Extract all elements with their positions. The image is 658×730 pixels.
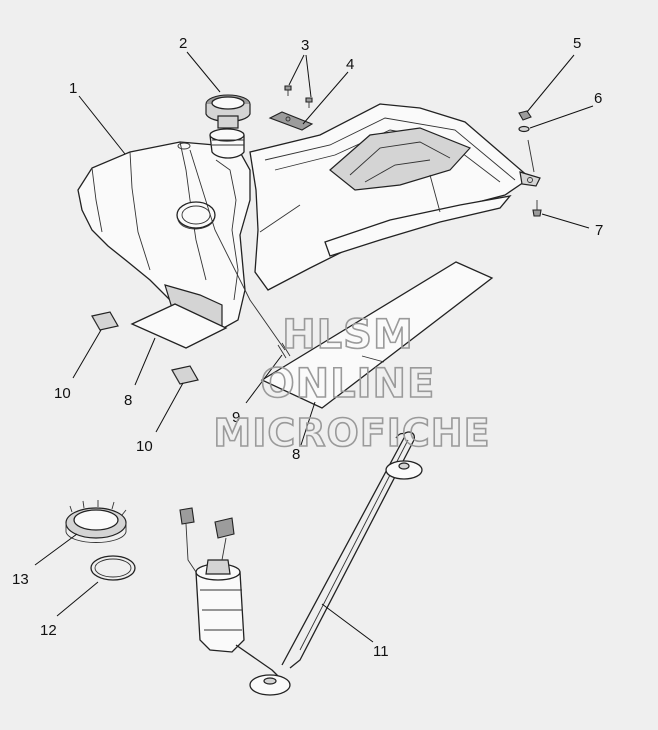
callout-9: 9 — [232, 409, 240, 426]
callout-3: 3 — [301, 37, 309, 54]
callout-4: 4 — [346, 56, 354, 73]
o-ring — [90, 555, 136, 581]
watermark-line-1: HLSM — [282, 312, 414, 358]
gas-cap — [205, 94, 251, 159]
callout-11: 11 — [373, 643, 389, 660]
bracket — [268, 111, 314, 131]
hardware — [518, 110, 542, 217]
callout-7: 7 — [595, 222, 603, 239]
callouts: 1 2 3 4 5 6 7 8 8 9 10 10 11 12 13 — [12, 35, 603, 660]
fuel-pump — [179, 431, 423, 696]
callout-5: 5 — [573, 35, 581, 52]
mounting-frame — [249, 103, 541, 291]
leader-lines — [34, 51, 594, 643]
callout-6: 6 — [594, 90, 602, 107]
callout-8-left: 8 — [124, 392, 132, 409]
callout-10-left: 10 — [54, 385, 71, 402]
watermark-line-3: MICROFICHE — [213, 411, 490, 455]
callout-12: 12 — [40, 622, 57, 639]
lock-ring — [65, 500, 127, 543]
callout-13: 13 — [12, 571, 29, 588]
bumpers — [91, 311, 199, 385]
callout-1: 1 — [69, 80, 77, 97]
callout-8-right: 8 — [292, 446, 300, 463]
watermark-line-2: ONLINE — [261, 361, 436, 407]
pads — [130, 261, 494, 409]
watermark: HLSM ONLINE MICROFICHE — [213, 311, 491, 456]
callout-10-right: 10 — [136, 438, 153, 455]
screws — [284, 85, 313, 108]
vent-hose — [277, 342, 291, 359]
callout-2: 2 — [179, 35, 187, 52]
